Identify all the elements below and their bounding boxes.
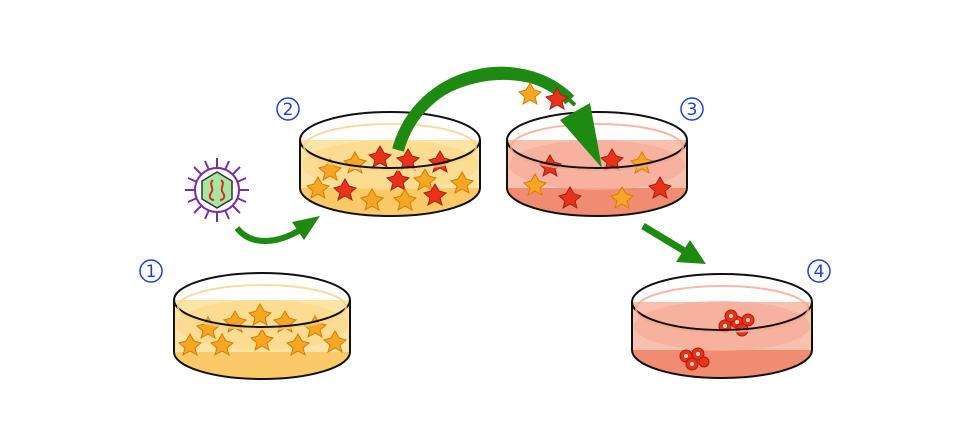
step-label-4: 4 <box>807 259 831 283</box>
step-number: 4 <box>814 262 825 282</box>
cell-icon <box>518 82 542 105</box>
step-label-1: 1 <box>139 259 163 283</box>
step-number: 3 <box>687 100 698 120</box>
step-number: 1 <box>146 262 157 282</box>
dish-3 <box>506 111 688 217</box>
step-label-2: 2 <box>276 97 300 121</box>
step-number: 2 <box>283 100 294 120</box>
dish-2 <box>299 111 481 217</box>
virus-icon <box>185 158 249 222</box>
dish-4 <box>631 273 813 379</box>
arrow-icon <box>392 66 602 168</box>
step-label-3: 3 <box>680 97 704 121</box>
dish-1 <box>173 272 351 380</box>
arrow-icon <box>234 216 320 244</box>
arrow-icon <box>641 223 706 264</box>
